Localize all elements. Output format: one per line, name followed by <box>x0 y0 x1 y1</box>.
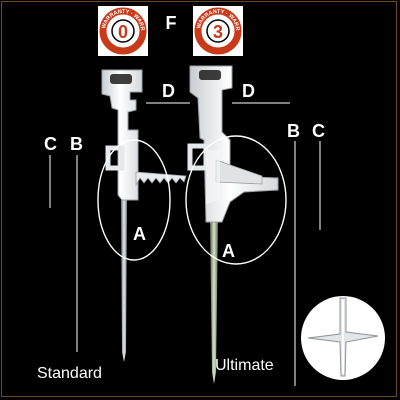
ultimate-top-slot <box>199 70 221 80</box>
label-D-right: D <box>242 81 255 101</box>
inset-cross-section <box>301 296 385 380</box>
label-A-right: A <box>222 241 235 261</box>
inset-cross-highlight <box>342 300 344 374</box>
badge-center <box>206 19 230 43</box>
callout-ellipse-right <box>185 135 287 265</box>
ultimate-post <box>187 65 279 384</box>
label-F: F <box>166 13 177 33</box>
standard-post <box>101 69 187 362</box>
standard-post-body <box>101 69 143 201</box>
standard-top-slot <box>110 74 132 84</box>
label-D-left: D <box>162 81 175 101</box>
label-B-left: B <box>70 134 83 154</box>
callout-ellipse-left <box>97 139 171 261</box>
dimension-lines <box>49 102 321 386</box>
ultimate-mid-hook <box>187 143 209 171</box>
label-C-left: C <box>44 134 57 154</box>
caption-standard: Standard <box>37 365 102 382</box>
badge-ring <box>194 7 242 55</box>
ultimate-body-highlight <box>206 150 220 204</box>
badge-center <box>111 19 135 43</box>
badge-number-left: 0 <box>118 22 128 42</box>
standard-mid-hook <box>105 145 125 171</box>
badge-number-right: 3 <box>213 22 223 42</box>
caption-ultimate: Ultimate <box>215 357 274 374</box>
badge-ring <box>99 7 147 55</box>
ultimate-spike <box>210 220 218 384</box>
ultimate-tread <box>215 159 263 185</box>
label-C-right: C <box>312 121 325 141</box>
label-B-right: B <box>287 121 300 141</box>
standard-tread <box>135 171 187 187</box>
label-A-left: A <box>133 224 146 244</box>
standard-spike <box>121 200 127 362</box>
warranty-badge-0: WARRANTY · WARRANTY 0 <box>0 0 148 56</box>
